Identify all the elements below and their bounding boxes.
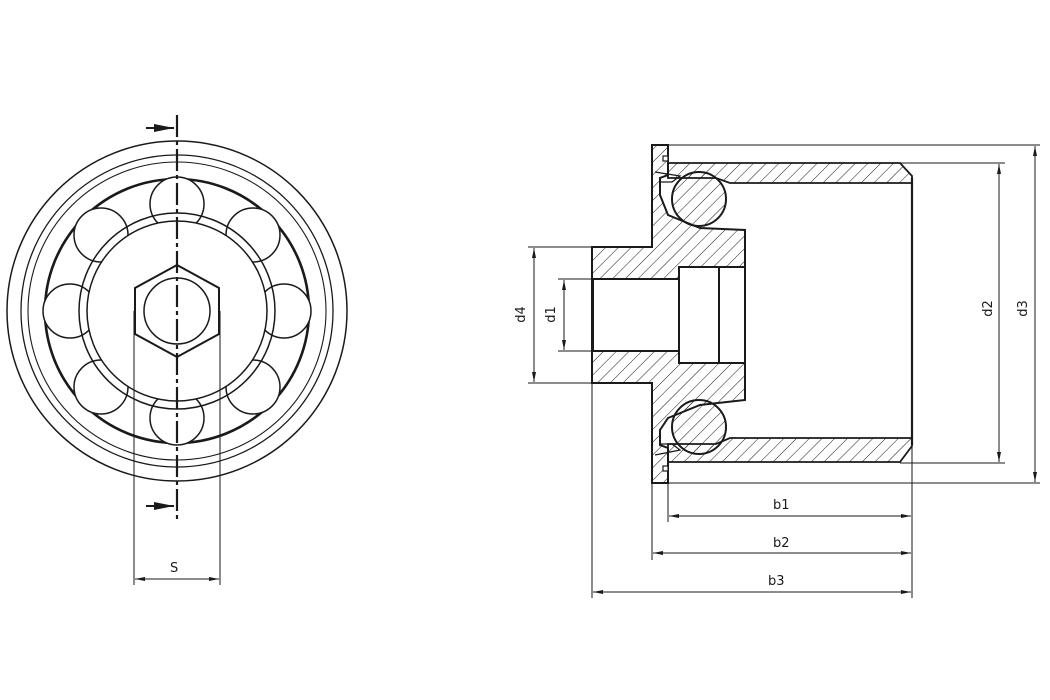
housing-wall-top (667, 162, 913, 184)
section-view (528, 144, 1040, 598)
dimension-lines (532, 146, 1037, 594)
seal-lip-top (654, 171, 682, 183)
seal-lip-bottom (654, 443, 682, 456)
dimension-label-b1: b1 (773, 498, 790, 513)
seal-notch-bottom (662, 465, 669, 472)
seal-notch-top (662, 155, 669, 162)
dimension-label-d2: d2 (980, 300, 996, 317)
dimension-label-b2: b2 (773, 536, 790, 551)
hex-pocket (678, 266, 746, 364)
extension-lines (528, 144, 1040, 598)
ball-bottom (671, 399, 727, 455)
dimension-label-d3: d3 (1015, 300, 1031, 317)
front-view (6, 115, 348, 585)
ball-top (671, 171, 727, 227)
dimension-label-d4: d4 (513, 306, 529, 323)
dimension-label-d1: d1 (543, 306, 559, 323)
dimension-label-b3: b3 (768, 574, 785, 589)
dimension-label-s: S (170, 561, 179, 576)
bore-d1 (592, 278, 680, 352)
